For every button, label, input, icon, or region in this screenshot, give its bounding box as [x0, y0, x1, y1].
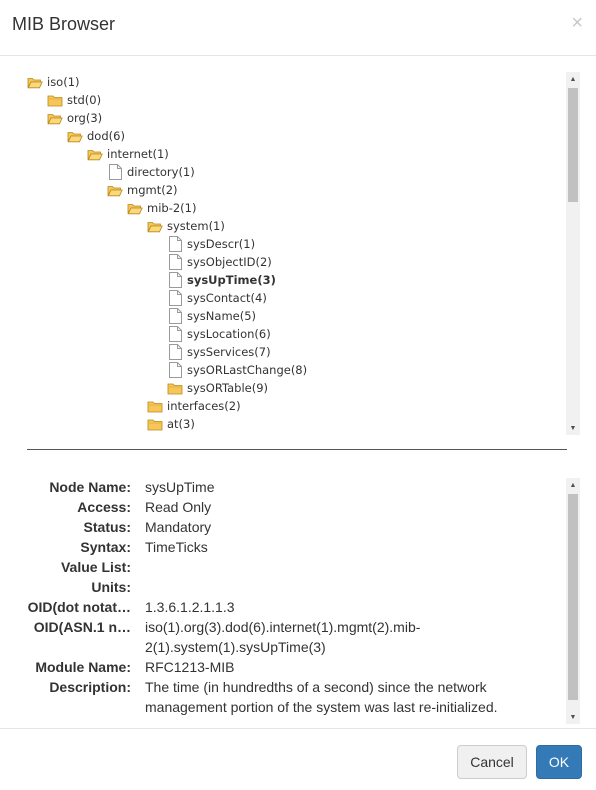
- scroll-up-arrow-icon[interactable]: ▲: [569, 481, 577, 489]
- detail-value: RFC1213-MIB: [145, 659, 235, 675]
- detail-value: sysUpTime: [145, 479, 215, 495]
- tree-node[interactable]: mgmt(2): [107, 181, 178, 199]
- tree-node-label: sysORLastChange(8): [187, 363, 308, 377]
- detail-value: 1.3.6.1.2.1.1.3: [145, 599, 235, 615]
- tree-node[interactable]: iso(1): [27, 73, 80, 91]
- folder-icon: [147, 418, 163, 431]
- tree-node[interactable]: sysServices(7): [167, 343, 271, 361]
- tree-scrollbar[interactable]: ▲ ▼: [566, 72, 580, 435]
- ok-button[interactable]: OK: [536, 745, 582, 779]
- tree-node-label: sysLocation(6): [187, 327, 271, 341]
- detail-value: TimeTicks: [145, 539, 208, 555]
- detail-value: Read Only: [145, 499, 212, 515]
- tree-node[interactable]: std(0): [47, 91, 101, 109]
- scroll-thumb[interactable]: [568, 88, 578, 202]
- detail-key: Status:: [83, 519, 131, 535]
- tree-node[interactable]: org(3): [47, 109, 102, 127]
- tree-node[interactable]: sysORTable(9): [167, 379, 268, 397]
- close-icon[interactable]: ×: [571, 12, 583, 34]
- folder-open-icon: [47, 112, 63, 125]
- tree-node[interactable]: sysName(5): [167, 307, 256, 325]
- scroll-up-arrow-icon[interactable]: ▲: [569, 75, 577, 83]
- tree-node-label: sysObjectID(2): [187, 255, 272, 269]
- tree-node[interactable]: at(3): [147, 415, 195, 433]
- tree-node-label: directory(1): [127, 165, 195, 179]
- tree-node-label: interfaces(2): [167, 399, 241, 413]
- detail-key: OID(dot notat…: [27, 599, 131, 615]
- details-scrollbar[interactable]: ▲ ▼: [566, 478, 580, 724]
- detail-key: Module Name:: [35, 659, 131, 675]
- file-icon: [169, 290, 182, 306]
- folder-icon: [147, 400, 163, 413]
- tree-node-label: dod(6): [87, 129, 125, 143]
- scroll-down-arrow-icon[interactable]: ▼: [569, 713, 577, 721]
- folder-open-icon: [27, 76, 43, 89]
- tree-node-label: sysContact(4): [187, 291, 267, 305]
- tree-node-label: std(0): [67, 93, 102, 107]
- tree-node[interactable]: dod(6): [67, 127, 125, 145]
- detail-value: iso(1).org(3).dod(6).internet(1).mgmt(2)…: [145, 619, 421, 655]
- tree-node-label: mib-2(1): [147, 201, 197, 215]
- folder-icon: [47, 94, 63, 107]
- dialog-footer: Cancel OK: [0, 728, 596, 790]
- folder-open-icon: [67, 130, 83, 143]
- tree-node[interactable]: system(1): [147, 217, 225, 235]
- tree-node[interactable]: sysObjectID(2): [167, 253, 272, 271]
- detail-key: Value List:: [60, 559, 131, 575]
- tree-node[interactable]: sysContact(4): [167, 289, 267, 307]
- file-icon: [169, 272, 182, 288]
- tree-node-label: mgmt(2): [127, 183, 178, 197]
- detail-key: Units:: [91, 579, 131, 595]
- file-icon: [169, 308, 182, 324]
- detail-value: The time (in hundredths of a second) sin…: [145, 679, 498, 715]
- tree-node-label: sysDescr(1): [187, 237, 256, 251]
- scroll-thumb[interactable]: [568, 494, 578, 700]
- tree-node-label: sysUpTime(3): [187, 273, 276, 287]
- file-icon: [169, 362, 182, 378]
- file-icon: [169, 326, 182, 342]
- detail-key: Description:: [49, 679, 131, 695]
- tree-node[interactable]: sysDescr(1): [167, 235, 255, 253]
- file-icon: [169, 254, 182, 270]
- tree-node[interactable]: sysORLastChange(8): [167, 361, 307, 379]
- dialog-title: MIB Browser: [12, 14, 116, 34]
- tree-node[interactable]: internet(1): [87, 145, 169, 163]
- tree-node[interactable]: directory(1): [107, 163, 195, 181]
- detail-key: OID(ASN.1 n…: [33, 619, 131, 635]
- folder-open-icon: [87, 148, 103, 161]
- detail-value: Mandatory: [145, 519, 212, 535]
- tree-node-label: iso(1): [47, 75, 80, 89]
- tree-node-label: at(3): [167, 417, 195, 431]
- tree-node[interactable]: sysLocation(6): [167, 325, 271, 343]
- tree-node-label: org(3): [67, 111, 103, 125]
- tree-node-label: system(1): [167, 219, 225, 233]
- dialog-header: MIB Browser ×: [0, 0, 596, 56]
- file-icon: [169, 236, 182, 252]
- mib-tree[interactable]: iso(1) std(0) org(3) dod(6) internet(1) direc…: [27, 70, 582, 435]
- detail-key: Node Name:: [49, 479, 131, 495]
- file-icon: [109, 164, 122, 180]
- tree-node-label: sysORTable(9): [187, 381, 269, 395]
- tree-node-label: internet(1): [107, 147, 169, 161]
- folder-open-icon: [147, 220, 163, 233]
- scroll-down-arrow-icon[interactable]: ▼: [569, 424, 577, 432]
- tree-node[interactable]: mib-2(1): [127, 199, 196, 217]
- folder-open-icon: [127, 202, 143, 215]
- folder-icon: [167, 382, 183, 395]
- detail-key: Syntax:: [80, 539, 131, 555]
- tree-node-label: sysName(5): [187, 309, 257, 323]
- tree-node-label: sysServices(7): [187, 345, 271, 359]
- cancel-button[interactable]: Cancel: [457, 745, 527, 779]
- tree-node[interactable]: interfaces(2): [147, 397, 241, 415]
- folder-open-icon: [107, 184, 123, 197]
- divider: [27, 449, 567, 450]
- tree-node[interactable]: sysUpTime(3): [167, 271, 276, 289]
- file-icon: [169, 344, 182, 360]
- detail-key: Access:: [77, 499, 131, 515]
